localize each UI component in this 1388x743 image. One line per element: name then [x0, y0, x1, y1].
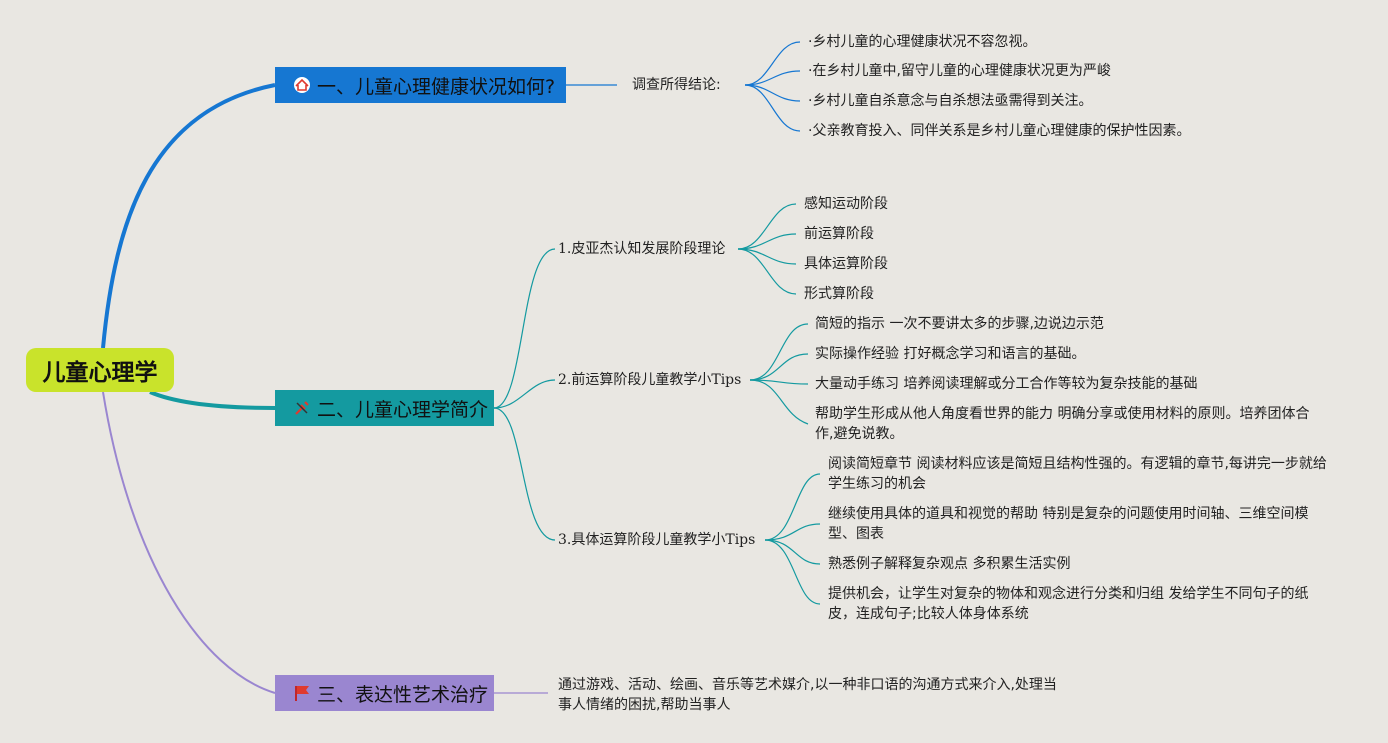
- leaf-item[interactable]: 感知运动阶段: [804, 196, 888, 212]
- branch-label: 一、儿童心理健康状况如何?: [317, 75, 556, 98]
- leaf-item[interactable]: 大量动手练习 培养阅读理解或分工合作等较为复杂技能的基础: [815, 376, 1198, 392]
- subtopic-piaget[interactable]: 1.皮亚杰认知发展阶段理论: [558, 241, 726, 257]
- flag-icon: [293, 684, 311, 702]
- connector-branch1: [101, 83, 276, 349]
- leaf-item[interactable]: 熟悉例子解释复杂观点 多积累生活实例: [828, 556, 1071, 572]
- leaf-item[interactable]: 形式算阶段: [804, 286, 874, 302]
- branch-art-therapy[interactable]: 三、表达性艺术治疗: [275, 675, 494, 711]
- leaf-item[interactable]: 具体运算阶段: [804, 256, 888, 272]
- branch-mental-health-status[interactable]: 一、儿童心理健康状况如何?: [275, 67, 566, 103]
- subtopic-preoperational-tips[interactable]: 2.前运算阶段儿童教学小Tips: [558, 372, 742, 388]
- branch-label: 二、儿童心理学简介: [317, 398, 489, 421]
- branch-psychology-intro[interactable]: 二、儿童心理学简介: [275, 390, 494, 426]
- branch-label: 三、表达性艺术治疗: [317, 683, 489, 706]
- leaf-item[interactable]: 帮助学生形成从他人角度看世界的能力 明确分享或使用材料的原则。培养团体合作,避免…: [815, 406, 1310, 442]
- art-therapy-description[interactable]: 通过游戏、活动、绘画、音乐等艺术媒介,以一种非口语的沟通方式来介入,处理当事人情…: [558, 677, 1057, 713]
- connector-branch2: [149, 390, 276, 410]
- leaf-item[interactable]: ·父亲教育投入、同伴关系是乡村儿童心理健康的保护性因素。: [808, 123, 1191, 139]
- leaf-item[interactable]: ·乡村儿童自杀意念与自杀想法亟需得到关注。: [808, 93, 1093, 109]
- leaf-item[interactable]: ·乡村儿童的心理健康状况不容忽视。: [808, 34, 1037, 50]
- subtopic-concrete-tips[interactable]: 3.具体运算阶段儿童教学小Tips: [558, 532, 756, 548]
- leaf-item[interactable]: ·在乡村儿童中,留守儿童的心理健康状况更为严峻: [808, 63, 1111, 79]
- leaf-item[interactable]: 阅读简短章节 阅读材料应该是简短且结构性强的。有逻辑的章节,每讲完一步就给学生练…: [828, 456, 1327, 492]
- connector-branch3: [102, 391, 276, 694]
- house-icon: [293, 76, 311, 94]
- leaf-item[interactable]: 实际操作经验 打好概念学习和语言的基础。: [815, 346, 1086, 362]
- leaf-item[interactable]: 提供机会，让学生对复杂的物体和观念进行分类和归组 发给学生不同句子的纸皮，连成句…: [828, 586, 1309, 622]
- leaf-item[interactable]: 继续使用具体的道具和视觉的帮助 特别是复杂的问题使用时间轴、三维空间模型、图表: [828, 506, 1309, 542]
- conclusion-label[interactable]: 调查所得结论:: [632, 77, 721, 93]
- root-topic[interactable]: 儿童心理学: [26, 348, 174, 392]
- tools-icon: [293, 399, 311, 417]
- leaf-item[interactable]: 简短的指示 一次不要讲太多的步骤,边说边示范: [815, 316, 1104, 332]
- leaf-item[interactable]: 前运算阶段: [804, 226, 874, 242]
